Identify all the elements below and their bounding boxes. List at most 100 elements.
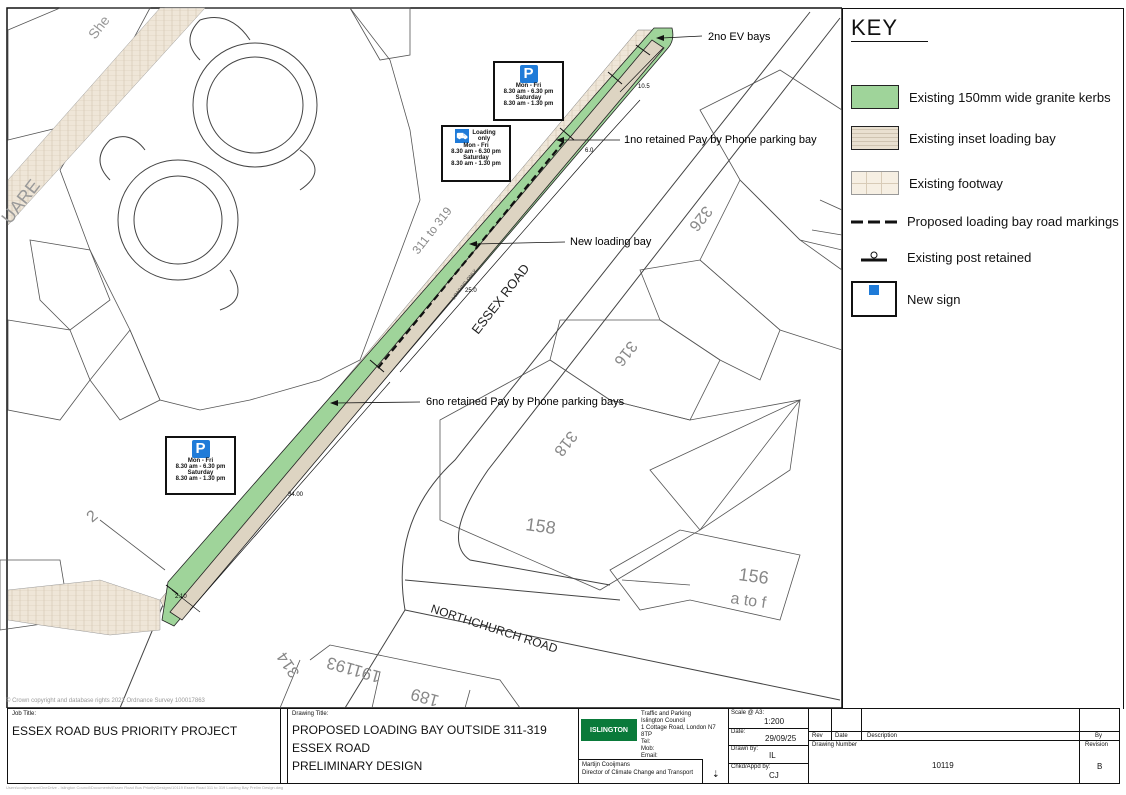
title-block: Job Title: ESSEX ROAD BUS PRIORITY PROJE… [7, 708, 1120, 784]
revision-label: Revision [1085, 742, 1109, 748]
building-156: 156 [737, 564, 770, 588]
sign-loading-line3: Saturday [463, 155, 489, 161]
inset-loading-bay [169, 39, 665, 621]
north-arrow-icon: ⇣ [712, 769, 720, 779]
dashed-line-icon [851, 215, 897, 229]
dim-10-5: 10.5 [638, 84, 650, 90]
annotation-arrowheads [330, 35, 664, 406]
scale-cell: Scale @ A3: 1:200 Date: 29/09/25 Drawn b… [729, 709, 809, 783]
by-col-label: By [1095, 733, 1103, 739]
building-2: 2 [84, 507, 102, 526]
footway-corner [7, 579, 161, 636]
retained-six-annotation: 6no retained Pay by Phone parking bays [426, 396, 625, 408]
key-label-footway: Existing footway [909, 175, 1003, 191]
drawing-number-label: Drawing Number [812, 742, 858, 748]
drawn-label: Drawn by: [731, 746, 759, 752]
key-label-post: Existing post retained [907, 249, 1032, 265]
new-loading-bay-annotation: New loading bay [570, 236, 652, 248]
sign-loading-line2: 8.30 am - 6.30 pm [451, 149, 501, 155]
key-label-markings: Proposed loading bay road markings [907, 214, 1119, 229]
sign-bottom-line1: Mon - Fri [187, 458, 214, 464]
key-label-inset: Existing inset loading bay [909, 130, 1056, 146]
annotation-leaders [334, 35, 703, 404]
drawing-title-cell: Drawing Title: PROPOSED LOADING BAY OUTS… [287, 709, 579, 783]
scale-label: Scale @ A3: [731, 710, 765, 716]
person-cell: Martijn Cooijmans Director of Climate Ch… [579, 759, 703, 784]
key-title: KEY [851, 15, 929, 42]
building-158: 158 [524, 514, 557, 538]
revision-cell: Rev Date Description By Drawing Number 1… [809, 709, 1119, 783]
lower-buildings [279, 644, 521, 708]
council-cell: ISLINGTON Traffic and Parking Islington … [579, 709, 729, 784]
parking-p-icon: P [519, 65, 538, 83]
parking-sign-bottom: P Mon - Fri 8.30 am - 6.30 pm Saturday 8… [165, 436, 236, 495]
sign-top-line2: 8.30 am - 6.30 pm [503, 89, 554, 95]
dim-2-10: 2.10 [175, 594, 187, 600]
scale-value: 1:200 [764, 717, 785, 726]
revision-value: B [1097, 762, 1103, 771]
drawing-title-line1: PROPOSED LOADING BAY OUTSIDE 311-319 [292, 723, 547, 737]
council-details: Traffic and Parking Islington Council 1 … [641, 711, 716, 759]
inset-swatch-icon [851, 126, 899, 150]
map-frame [6, 7, 842, 708]
right-buildings [439, 69, 842, 621]
rev-col-label: Rev [812, 733, 823, 739]
copyright-note: © Crown copyright and database rights 20… [6, 698, 205, 704]
site-plan: 10.5 6.0 25.0 34.00 2.10 LOADING ONLY ES… [0, 7, 842, 708]
sign-top-line3: Saturday [515, 95, 542, 101]
sign-top-line4: 8.30 am - 1.30 pm [503, 101, 554, 107]
square-footway [7, 7, 206, 226]
key-item-sign: New sign [851, 281, 960, 317]
chkd-label: Chkd/Appd by: [731, 764, 771, 770]
date-label: Date: [731, 729, 746, 735]
building-191193: 191193 [325, 653, 384, 687]
sign-bottom-line4: 8.30 am - 1.30 pm [175, 476, 226, 482]
file-path: Users\cooijmansm\OneDrive - Islington Co… [6, 785, 284, 790]
building-316: 316 [610, 338, 640, 370]
loading-van-icon: ⛟ [455, 129, 469, 143]
northchurch-road-label: NORTHCHURCH ROAD [429, 602, 560, 656]
dim-25-0: 25.0 [465, 288, 477, 294]
street-top-label: She [85, 12, 113, 42]
key-label-sign: New sign [907, 291, 961, 307]
dim-34-00: 34.00 [288, 492, 304, 498]
loading-sign: ⛟ Loading only Mon - Fri 8.30 am - 6.30 … [441, 125, 511, 182]
drawing-number: 10119 [932, 761, 954, 770]
drawing-title-label: Drawing Title: [292, 711, 329, 717]
key-item-markings: Proposed loading bay road markings [851, 214, 1119, 229]
garden-paths [99, 17, 318, 311]
islington-logo: ISLINGTON [581, 719, 637, 741]
drawing-title-line2: ESSEX ROAD [292, 741, 371, 755]
sign-top-line1: Mon - Fri [515, 83, 542, 89]
sign-loading-head: Loading only [472, 130, 496, 142]
key-item-inset: Existing inset loading bay [851, 126, 1056, 150]
bay-ticks [165, 44, 651, 595]
key-panel: KEY Existing 150mm wide granite kerbs Ex… [842, 8, 1124, 709]
date-col-label: Date [835, 733, 848, 739]
parking-sign-top: P Mon - Fri 8.30 am - 6.30 pm Saturday 8… [493, 61, 564, 121]
building-311-319: 311 to 319 [409, 204, 455, 257]
building-314: 314 [274, 649, 303, 681]
building-318: 318 [550, 428, 580, 460]
essex-road-label: ESSEX ROAD [469, 261, 533, 337]
sign-icon [851, 281, 897, 317]
person-name: Martijn Cooijmans [582, 762, 631, 768]
post-icon [851, 249, 897, 265]
chkd-value: CJ [769, 771, 779, 780]
loading-bay-markings [377, 139, 566, 369]
drawing-title-line3: PRELIMINARY DESIGN [292, 759, 423, 773]
sign-bottom-line2: 8.30 am - 6.30 pm [175, 464, 226, 470]
job-title-cell: Job Title: ESSEX ROAD BUS PRIORITY PROJE… [8, 709, 281, 783]
sign-bottom-line3: Saturday [187, 470, 214, 476]
road-edges [119, 11, 841, 708]
job-title-label: Job Title: [12, 711, 37, 717]
key-item-post: Existing post retained [851, 249, 1031, 265]
person-role: Director of Climate Change and Transport [582, 770, 694, 776]
dimension-lines [171, 47, 664, 613]
footway-swatch-icon [851, 171, 899, 195]
sign-loading-line4: 8.30 am - 1.30 pm [451, 161, 501, 167]
parking-p-icon: P [191, 440, 210, 458]
granite-swatch-icon [851, 85, 899, 109]
ev-bays-annotation: 2no EV bays [708, 31, 771, 43]
